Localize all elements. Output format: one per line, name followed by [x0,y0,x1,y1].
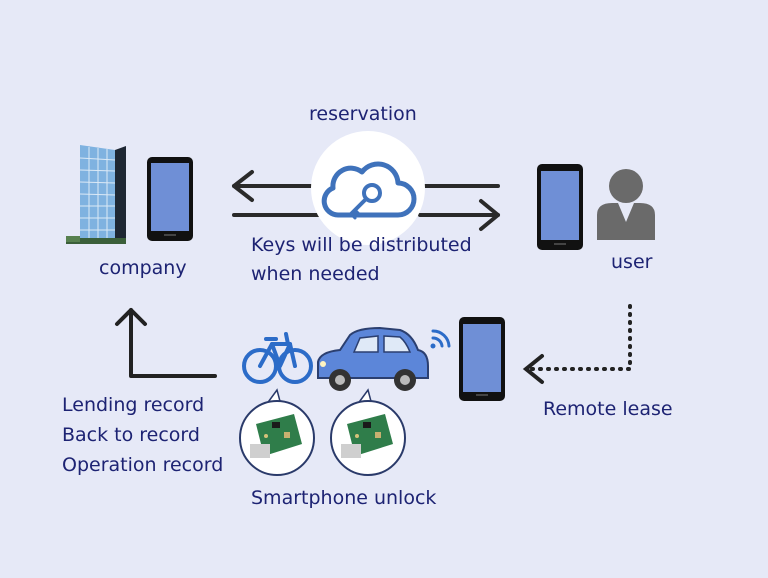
lending-record-label: Lending record [62,394,205,416]
wifi-icon [430,329,451,349]
cloud-key-icon [311,131,425,245]
circuit-board-icon [239,388,315,476]
smartphone-icon [537,164,583,250]
exchange-arrows [232,170,500,231]
reservation-label: reservation [309,103,417,125]
remote-lease-arrow [522,304,632,384]
car-icon [317,326,429,391]
keys-distributed-label: Keys will be distributed [251,234,472,256]
user-label: user [611,251,653,273]
building-icon [66,145,126,244]
company-label: company [99,257,187,279]
remote-lease-label: Remote lease [543,398,673,420]
records-arrow [115,308,217,378]
smartphone-icon [147,157,193,241]
smartphone-icon [459,317,505,401]
circuit-board-icon [330,388,406,476]
back-to-record-label: Back to record [62,424,200,446]
user-icon [597,169,655,240]
when-needed-label: when needed [251,263,380,285]
operation-record-label: Operation record [62,454,224,476]
smartphone-unlock-label: Smartphone unlock [251,487,437,509]
bicycle-icon [242,332,313,384]
